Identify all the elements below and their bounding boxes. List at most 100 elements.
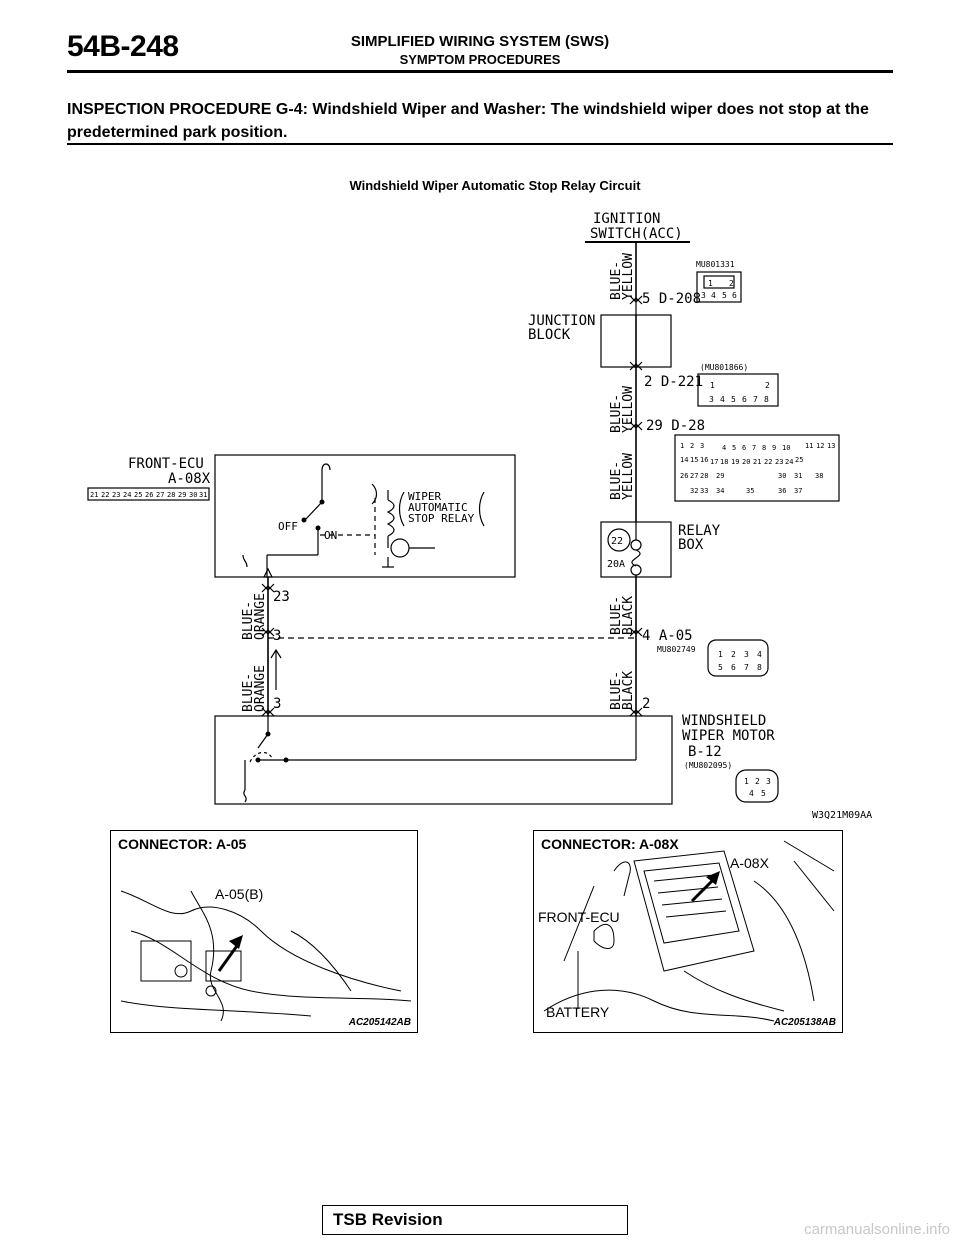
svg-text:27: 27 — [690, 472, 698, 480]
svg-text:12: 12 — [816, 442, 824, 450]
procedure-heading: INSPECTION PROCEDURE G-4: Windshield Wip… — [67, 101, 869, 141]
wire-blue-orange-1a: BLUE- — [241, 601, 256, 640]
svg-text:6: 6 — [742, 395, 747, 404]
switch-on-label: ON — [324, 529, 337, 542]
svg-text:24: 24 — [123, 491, 131, 499]
svg-text:28: 28 — [167, 491, 175, 499]
connector-a05: 4 A-05 — [642, 628, 693, 644]
svg-text:22: 22 — [764, 458, 772, 466]
svg-text:2: 2 — [729, 279, 734, 288]
switch-off-label: OFF — [278, 520, 298, 533]
relay-box-2: BOX — [678, 537, 704, 553]
tsb-revision-box: TSB Revision — [322, 1205, 628, 1235]
svg-text:19: 19 — [731, 458, 739, 466]
svg-text:5: 5 — [761, 789, 766, 798]
svg-text:5: 5 — [731, 395, 736, 404]
wire-blue-black-2a: BLUE- — [609, 671, 624, 710]
svg-text:37: 37 — [794, 487, 802, 495]
wire-blue-orange-2a: BLUE- — [241, 673, 256, 712]
svg-text:1: 1 — [718, 650, 723, 659]
section-subtitle: SYMPTOM PROCEDURES — [399, 52, 561, 67]
figure-code: W3Q21M09AA — [812, 810, 872, 821]
svg-text:23: 23 — [775, 458, 783, 466]
part-mu802749: MU802749 — [657, 645, 696, 654]
wire-blue-yellow-3a: BLUE- — [609, 461, 624, 500]
svg-text:7: 7 — [752, 444, 756, 452]
connector-d208: 5 D-208 — [642, 291, 701, 307]
procedure-rule — [67, 143, 893, 145]
svg-text:11: 11 — [805, 442, 813, 450]
svg-text:6: 6 — [742, 444, 746, 452]
callout-arrow — [217, 942, 241, 972]
wire-blue-yellow-1b: YELLOW — [621, 253, 636, 300]
svg-text:17: 17 — [710, 458, 718, 466]
svg-text:5: 5 — [722, 291, 727, 300]
svg-text:10: 10 — [782, 444, 790, 452]
wire-blue-yellow-2a: BLUE- — [609, 394, 624, 433]
svg-text:1: 1 — [744, 777, 749, 786]
engine-bay-illustration — [120, 890, 412, 1022]
svg-text:2: 2 — [765, 381, 770, 390]
fuse-rating: 20A — [607, 559, 625, 570]
svg-text:35: 35 — [746, 487, 754, 495]
pin-3-lower: 3 — [273, 696, 281, 712]
svg-text:24: 24 — [785, 458, 793, 466]
svg-text:30: 30 — [189, 491, 197, 499]
svg-text:3: 3 — [700, 442, 704, 450]
junction-block-2: BLOCK — [528, 327, 571, 343]
svg-text:9: 9 — [772, 444, 776, 452]
svg-text:31: 31 — [794, 472, 802, 480]
wire-blue-orange-1b: ORANGE — [253, 593, 268, 640]
svg-text:1: 1 — [710, 381, 715, 390]
wire-blue-yellow-3b: YELLOW — [621, 453, 636, 500]
part-mu801866: (MU801866) — [700, 363, 748, 372]
wire-blue-yellow-1a: BLUE- — [609, 261, 624, 300]
svg-text:1: 1 — [680, 442, 684, 450]
pin-23: 23 — [273, 589, 290, 605]
wire-blue-orange-2b: ORANGE — [253, 665, 268, 712]
part-mu802095: (MU802095) — [684, 761, 732, 770]
svg-text:2: 2 — [690, 442, 694, 450]
fuse-number: 22 — [611, 536, 623, 547]
svg-text:15: 15 — [690, 456, 698, 464]
figure-caption: Windshield Wiper Automatic Stop Relay Ci… — [349, 178, 641, 193]
svg-text:7: 7 — [753, 395, 758, 404]
wire-blue-black-1a: BLUE- — [609, 596, 624, 635]
ignition-label-2: SWITCH(ACC) — [590, 226, 683, 242]
svg-text:3: 3 — [766, 777, 771, 786]
connector-b12: B-12 — [688, 744, 722, 760]
svg-text:26: 26 — [145, 491, 153, 499]
svg-text:8: 8 — [762, 444, 766, 452]
photo-connector-a08x: CONNECTOR: A-08X A-08X FRONT-ECU BATTERY… — [533, 830, 843, 1033]
connector-d28: 29 D-28 — [646, 418, 705, 434]
battery-label: BATTERY — [546, 1004, 610, 1020]
svg-text:23: 23 — [112, 491, 120, 499]
svg-text:8: 8 — [757, 663, 762, 672]
relay-label-3: STOP RELAY — [408, 512, 475, 525]
svg-text:4: 4 — [749, 789, 754, 798]
svg-text:7: 7 — [744, 663, 749, 672]
header-rule — [67, 70, 893, 73]
relay-box-1: RELAY — [678, 523, 721, 539]
part-mu801331: MU801331 — [696, 260, 735, 269]
section-title: SIMPLIFIED WIRING SYSTEM (SWS) — [350, 33, 610, 50]
svg-text:36: 36 — [778, 487, 786, 495]
wiper-motor-1: WINDSHIELD — [682, 713, 766, 729]
pin-3-upper: 3 — [273, 628, 281, 644]
svg-text:22: 22 — [101, 491, 109, 499]
svg-text:14: 14 — [680, 456, 688, 464]
callout-label: A-05(B) — [215, 886, 264, 902]
svg-text:4: 4 — [720, 395, 725, 404]
wire-blue-black-2b: BLACK — [621, 671, 636, 710]
svg-text:4: 4 — [757, 650, 762, 659]
junction-block-1: JUNCTION — [528, 313, 595, 329]
svg-text:8: 8 — [764, 395, 769, 404]
photo-code: AC205142AB — [348, 1017, 411, 1028]
svg-text:21: 21 — [90, 491, 98, 499]
svg-text:16: 16 — [700, 456, 708, 464]
ignition-label-1: IGNITION — [593, 211, 660, 227]
pin-2: 2 — [642, 696, 650, 712]
svg-text:33: 33 — [700, 487, 708, 495]
svg-text:4: 4 — [711, 291, 716, 300]
front-ecu-connector: A-08X — [168, 471, 211, 487]
